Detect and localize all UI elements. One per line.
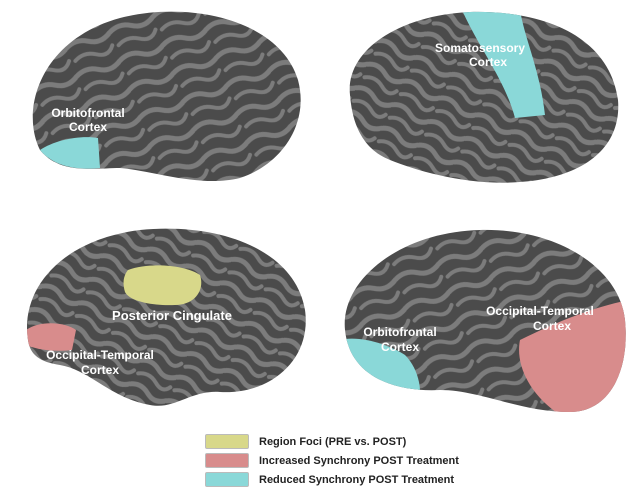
somatosensory-label: Somatosensory	[435, 41, 525, 55]
occipital-temporal-label-br: Occipital-Temporal	[486, 304, 594, 318]
somatosensory-label-2: Cortex	[469, 55, 507, 69]
posterior-cingulate-label: Posterior Cingulate	[112, 308, 232, 323]
legend-item-increased: Increased Synchrony POST Treatment	[205, 451, 459, 470]
orbitofrontal-label-br-2: Cortex	[381, 340, 419, 354]
orbitofrontal-label-br: Orbitofrontal	[363, 325, 436, 339]
orbitofrontal-label: Orbitofrontal	[51, 106, 124, 120]
legend: Region Foci (PRE vs. POST) Increased Syn…	[205, 432, 459, 489]
orbitofrontal-reduced-region	[40, 137, 100, 169]
somatosensory-reduced-region	[462, 11, 545, 118]
legend-swatch-red	[205, 453, 249, 468]
occipital-temporal-label-2: Cortex	[81, 363, 119, 377]
brain-top-left: Orbitofrontal Cortex	[32, 11, 301, 182]
legend-label: Region Foci (PRE vs. POST)	[259, 435, 407, 448]
legend-label: Increased Synchrony POST Treatment	[259, 454, 459, 467]
brain-top-right: Somatosensory Cortex	[349, 11, 619, 183]
occipital-temporal-increased-region	[26, 323, 76, 351]
legend-swatch-yellow	[205, 434, 249, 449]
occipital-temporal-label-br-2: Cortex	[533, 319, 571, 333]
legend-item-region-foci: Region Foci (PRE vs. POST)	[205, 432, 459, 451]
brain-bottom-left: Posterior Cingulate Occipital-Temporal C…	[26, 228, 306, 406]
legend-item-reduced: Reduced Synchrony POST Treatment	[205, 470, 459, 489]
legend-swatch-cyan	[205, 472, 249, 487]
brain-bottom-right: Orbitofrontal Cortex Occipital-Temporal …	[344, 229, 626, 412]
occipital-temporal-label: Occipital-Temporal	[46, 348, 154, 362]
occipital-temporal-increased-region-2	[519, 300, 626, 412]
legend-label: Reduced Synchrony POST Treatment	[259, 473, 454, 486]
orbitofrontal-label-2: Cortex	[69, 120, 107, 134]
posterior-cingulate-foci-region	[123, 265, 202, 306]
